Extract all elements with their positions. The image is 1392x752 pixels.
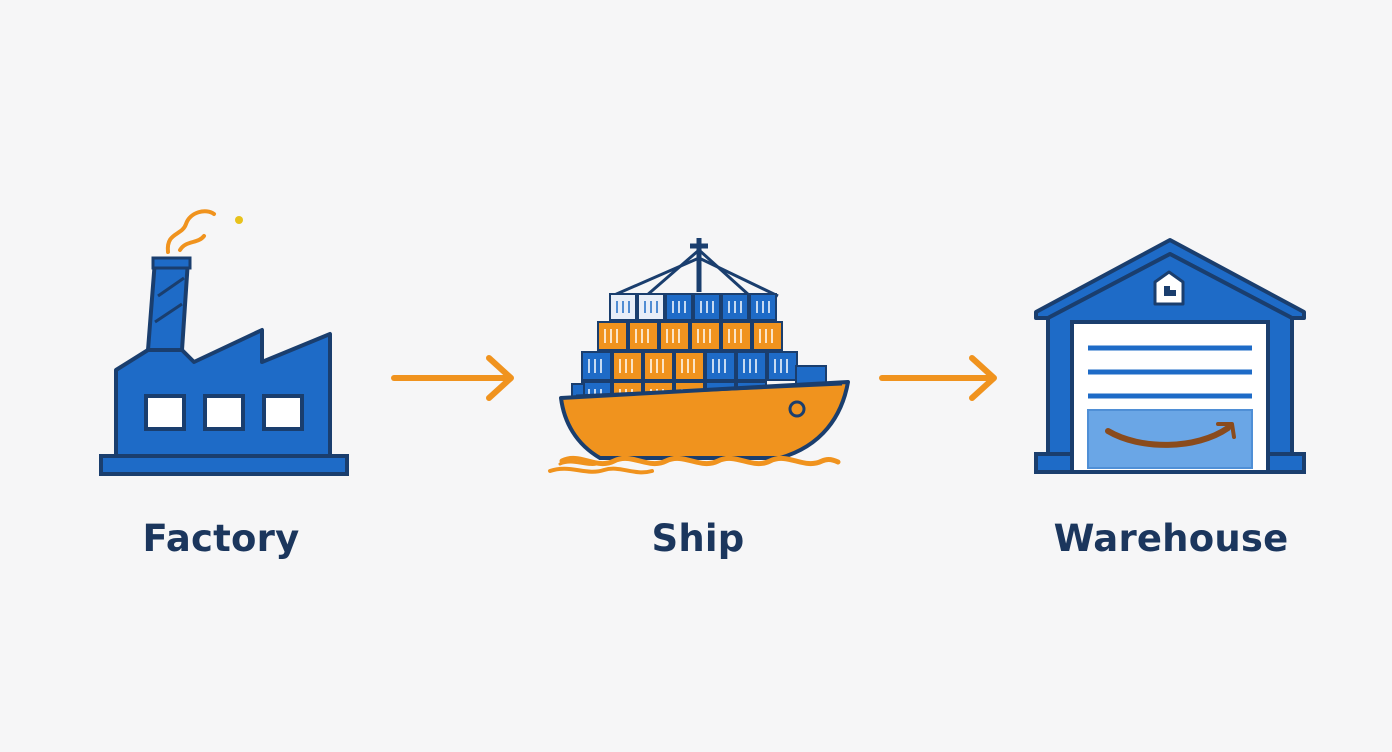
arrow-right-icon bbox=[391, 355, 514, 401]
cargo-container bbox=[659, 321, 690, 351]
factory-icon bbox=[99, 209, 349, 476]
step-label-warehouse: Warehouse bbox=[1053, 517, 1289, 560]
crane-mast bbox=[611, 238, 779, 298]
spark-dot bbox=[235, 216, 243, 224]
cargo-ship-icon bbox=[548, 238, 850, 475]
chimney-stripe bbox=[154, 302, 183, 324]
chimney-stripe bbox=[157, 276, 185, 298]
water-wave bbox=[548, 466, 654, 475]
arrow-right-icon bbox=[879, 355, 997, 401]
smoke-swirl-icon bbox=[178, 234, 206, 252]
water-wave bbox=[559, 455, 841, 467]
badge-glyph bbox=[1164, 286, 1176, 296]
cargo-container bbox=[752, 321, 783, 351]
step-label-ship: Ship bbox=[651, 517, 745, 560]
smile-arrow-tip bbox=[1216, 422, 1236, 439]
chimney-cap bbox=[151, 256, 192, 270]
factory-window bbox=[144, 394, 186, 431]
cargo-container bbox=[612, 351, 643, 381]
cargo-container bbox=[690, 321, 721, 351]
cargo-container bbox=[643, 351, 674, 381]
porthole bbox=[788, 400, 806, 418]
forward-container bbox=[795, 365, 827, 385]
smile-arrow-icon bbox=[1105, 425, 1231, 448]
warehouse-base-left bbox=[1034, 452, 1074, 474]
cargo-container bbox=[597, 321, 628, 351]
door-panel bbox=[1087, 409, 1253, 469]
cargo-container bbox=[637, 293, 665, 321]
cargo-container bbox=[736, 351, 767, 381]
factory-window bbox=[262, 394, 304, 431]
warehouse-icon bbox=[1034, 238, 1306, 474]
smoke-swirl-icon bbox=[165, 209, 216, 254]
cargo-container bbox=[721, 321, 752, 351]
cargo-container bbox=[705, 351, 736, 381]
factory-window bbox=[203, 394, 245, 431]
cargo-container bbox=[628, 321, 659, 351]
step-label-factory: Factory bbox=[142, 517, 300, 560]
cargo-container bbox=[674, 351, 705, 381]
water-wave bbox=[558, 460, 602, 466]
factory-base bbox=[99, 454, 349, 476]
deck-line bbox=[575, 382, 843, 398]
cargo-container bbox=[767, 351, 798, 381]
warehouse-base-right bbox=[1266, 452, 1306, 474]
cargo-container bbox=[581, 351, 612, 381]
